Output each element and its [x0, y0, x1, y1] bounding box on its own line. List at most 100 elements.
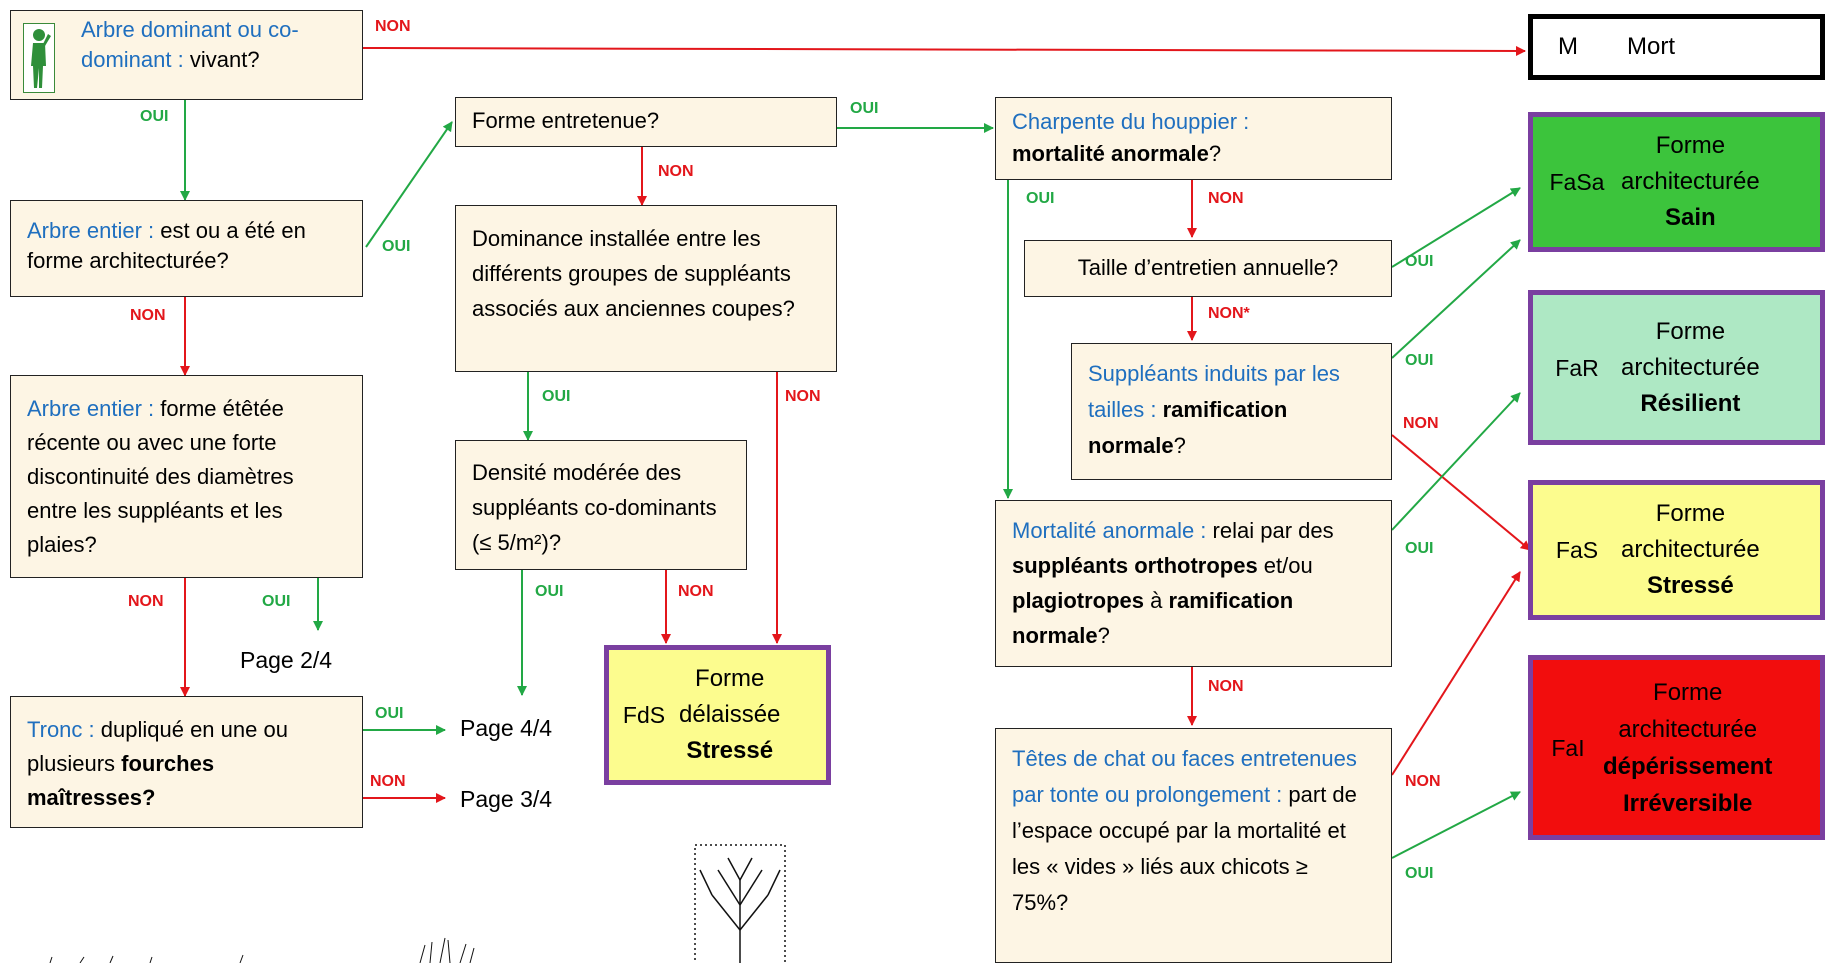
q4-highlight: Tronc :: [27, 717, 95, 742]
q11-bold3: ramification normale: [1012, 588, 1294, 648]
fds-text: Forme délaissée Stressé: [679, 661, 780, 769]
tree-sketch-3: [694, 844, 786, 963]
question-maintained-form: Forme entretenue?: [455, 97, 837, 147]
arrow-q12-fai: [1391, 791, 1521, 859]
label-oui-q1-q2: OUI: [140, 108, 169, 125]
fai-code: FaI: [1551, 734, 1585, 761]
label-non-q11-q12: NON: [1208, 678, 1244, 695]
fai-line2: architecturée: [1618, 715, 1758, 743]
arrow-q10-fas: [1391, 434, 1531, 551]
label-oui-q9-fasa: OUI: [1405, 253, 1434, 270]
q4-bold: fourches maîtresses?: [27, 751, 215, 810]
arrow-q10-fasa: [1391, 239, 1521, 359]
arrow-q11-far: [1391, 392, 1521, 531]
label-oui-q12-fai: OUI: [1405, 865, 1434, 882]
label-oui-q6-q7: OUI: [542, 388, 571, 405]
label-non-q1-mort: NON: [375, 18, 411, 35]
label-oui-q10-fasa: OUI: [1405, 352, 1434, 369]
fasa-line2: architecturée: [1621, 168, 1760, 195]
label-non-star-q9-q10: NON*: [1208, 305, 1250, 322]
label-non-q4-page3: NON: [370, 773, 406, 790]
q2-text: est ou a été en forme architecturée?: [27, 218, 306, 273]
q8-highlight: Charpente du houppier :: [1012, 109, 1250, 134]
label-non-q5-q6: NON: [658, 163, 694, 180]
q11-text3: à: [1144, 588, 1169, 613]
q3-text: forme étêtée récente ou avec une forte d…: [27, 396, 294, 557]
q3-highlight: Arbre entier :: [27, 396, 155, 421]
q11-highlight: Mortalité anormale :: [1012, 518, 1207, 543]
q10-highlight: Suppléants induits par les tailles :: [1088, 361, 1340, 422]
question-architected-form: Arbre entier : est ou a été en forme arc…: [10, 200, 363, 297]
fas-line1: Forme: [1655, 500, 1726, 527]
tree-sketch-1: [49, 954, 244, 963]
label-oui-q2-q5: OUI: [382, 238, 411, 255]
fasa-line3: Sain: [1665, 204, 1716, 231]
q8-bold: mortalité anormale: [1012, 141, 1209, 166]
q10-bold: ramification normale: [1088, 397, 1288, 458]
result-resilient: FaR Forme architecturée Résilient: [1528, 290, 1825, 445]
fasa-line1: Forme: [1655, 132, 1726, 159]
fds-code: FdS: [622, 702, 666, 728]
label-non-q7-fds: NON: [678, 583, 714, 600]
q11-text1: relai par des: [1206, 518, 1334, 543]
label-non-q10-fas: NON: [1403, 415, 1439, 432]
q9-text: Taille d’entretien annuelle?: [1077, 255, 1339, 280]
fasa-code: FaSa: [1549, 169, 1605, 195]
result-delaissee-stresse: FdS Forme délaissée Stressé: [604, 645, 831, 785]
question-recent-pollard: Arbre entier : forme étêtée récente ou a…: [10, 375, 363, 578]
label-oui-q11-far: OUI: [1405, 540, 1434, 557]
label-non-q6-fds: NON: [785, 388, 821, 405]
far-code: FaR: [1555, 354, 1599, 381]
question-density: Densité modérée des suppléants co-domina…: [455, 440, 747, 570]
q7-text: Densité modérée des suppléants co-domina…: [472, 460, 717, 555]
label-non-q2-q3: NON: [130, 307, 166, 324]
q12-highlight: Têtes de chat ou faces entretenues par t…: [1012, 746, 1357, 807]
q4-text: dupliqué en une ou plusieurs: [27, 717, 288, 776]
question-dominance: Dominance installée entre les différents…: [455, 205, 837, 372]
arrow-q12-fas: [1391, 571, 1521, 776]
label-non-q8-q9: NON: [1208, 190, 1244, 207]
label-oui-q3-page2: OUI: [262, 593, 291, 610]
fas-code: FaS: [1555, 537, 1599, 563]
q11-text2: et/ou: [1257, 553, 1313, 578]
q2-highlight: Arbre entier :: [27, 218, 155, 243]
arrow-q2-q5: [365, 121, 453, 248]
person-binoculars-icon: [23, 23, 55, 93]
q10-text: ?: [1173, 433, 1186, 458]
arrow-q9-fasa: [1391, 187, 1521, 268]
q11-text4: ?: [1097, 623, 1110, 648]
label-non-q12-fas: NON: [1405, 773, 1441, 790]
q5-text: Forme entretenue?: [472, 108, 660, 133]
page-ref-3: Page 3/4: [460, 786, 553, 812]
page-ref-4: Page 4/4: [460, 715, 553, 741]
question-tree-alive: Arbre dominant ou co-dominant : vivant?: [10, 10, 363, 100]
question-crown-mortality: Charpente du houppier : mortalité anorma…: [995, 97, 1392, 180]
label-oui-q4-page4: OUI: [375, 705, 404, 722]
question-abnormal-mortality: Mortalité anormale : relai par des suppl…: [995, 500, 1392, 667]
q12-text: part de l’espace occupé par la mortalité…: [1012, 782, 1357, 915]
far-line1: Forme: [1655, 317, 1726, 345]
fai-line4: Irréversible: [1622, 789, 1753, 817]
fai-line1: Forme: [1653, 678, 1723, 706]
far-line2: architecturée: [1621, 353, 1760, 381]
q1-text: vivant?: [183, 47, 260, 72]
question-induced-shoots: Suppléants induits par les tailles : ram…: [1071, 343, 1392, 480]
tree-sketch-2: [419, 937, 475, 963]
q11-bold2: plagiotropes: [1012, 588, 1145, 613]
fds-line3: Stressé: [686, 737, 774, 764]
question-trunk-forks: Tronc : dupliqué en une ou plusieurs fou…: [10, 696, 363, 828]
label-oui-q5-q8: OUI: [850, 100, 879, 117]
far-text: Forme architecturée Résilient: [1621, 314, 1760, 422]
fas-line2: architecturée: [1621, 536, 1760, 563]
mort-label: Mort: [1627, 33, 1675, 60]
fas-line3: Stressé: [1647, 572, 1734, 599]
q1-highlight: Arbre dominant ou co-dominant :: [81, 17, 299, 72]
result-irreversible: FaI Forme architecturée dépérissement Ir…: [1528, 655, 1825, 840]
label-oui-q8-q11: OUI: [1026, 190, 1055, 207]
result-stresse: FaS Forme architecturée Stressé: [1528, 480, 1825, 620]
fds-line2: délaissée: [679, 701, 781, 728]
question-annual-pruning: Taille d’entretien annuelle?: [1024, 240, 1392, 297]
q6-text: Dominance installée entre les différents…: [472, 226, 795, 321]
result-sain: FaSa Forme architecturée Sain: [1528, 112, 1825, 252]
